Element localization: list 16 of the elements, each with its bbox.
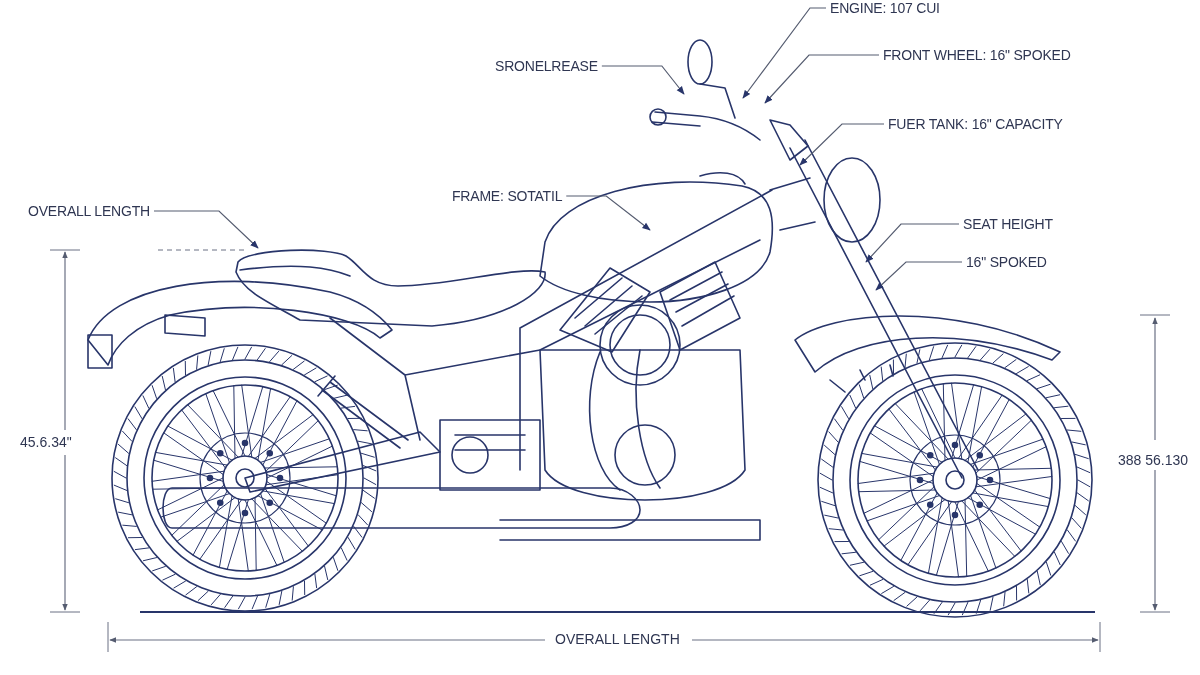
leader-line [601, 65, 685, 95]
callout-label: 16" SPOKED [966, 254, 1047, 270]
leader-line [764, 54, 880, 104]
callout-label: FRAME: SOTATIL [452, 188, 563, 204]
leader-line [565, 195, 651, 231]
leader-line [799, 123, 885, 166]
leader-line [153, 210, 259, 249]
callout-label: SRONELREASE [495, 58, 598, 74]
leader-line [875, 261, 963, 291]
leader-line [742, 7, 827, 99]
callout-label: FRONT WHEEL: 16" SPOKED [883, 47, 1071, 63]
leader-line [865, 223, 960, 263]
callout-label: OVERALL LENGTH [28, 203, 150, 219]
callout-label: SEAT HEIGHT [963, 216, 1053, 232]
callout-label: FUER TANK: 16" CAPACITY [888, 116, 1063, 132]
callout-label: ENGINE: 107 CUI [830, 0, 940, 16]
